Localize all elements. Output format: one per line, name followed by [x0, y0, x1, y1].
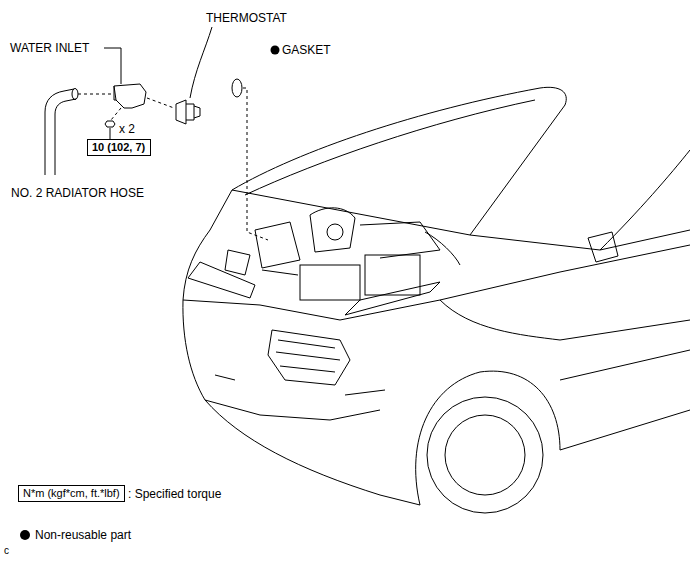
- vehicle: [183, 87, 690, 513]
- hose-end: [72, 89, 78, 100]
- assembly-line: [111, 108, 121, 120]
- box-text: N*m (kgf*cm, ft.*lbf): [19, 486, 124, 501]
- nut: [105, 121, 115, 127]
- assembly-line: [78, 94, 113, 95]
- torque-box: 10 (102, 7): [87, 139, 151, 156]
- assembly-line: [147, 98, 174, 108]
- water-inlet: [114, 84, 146, 108]
- leader-line: [190, 27, 212, 98]
- part-name: NO. 2 RADIATOR HOSE: [11, 186, 144, 200]
- part-name: THERMOSTAT: [206, 11, 287, 25]
- gasket: [232, 79, 242, 97]
- legend-torque-box: N*m (kgf*cm, ft.*lbf): [18, 485, 125, 502]
- figure-code: c: [4, 544, 9, 558]
- legend-text: : Specified torque: [128, 487, 221, 501]
- radiator-hose: [45, 89, 76, 175]
- leader-line: [110, 128, 111, 139]
- part-name: WATER INLET: [10, 41, 89, 55]
- quantity: x 2: [119, 122, 135, 136]
- assembly-line: [243, 88, 268, 240]
- box-text: 10 (102, 7): [88, 140, 150, 155]
- legend-text: Non-reusable part: [35, 528, 131, 542]
- thermostat: [176, 100, 200, 124]
- part-name: GASKET: [282, 43, 331, 57]
- non-reusable-dot: [271, 46, 280, 55]
- legend-dot: [20, 530, 30, 540]
- leader-line: [104, 48, 121, 84]
